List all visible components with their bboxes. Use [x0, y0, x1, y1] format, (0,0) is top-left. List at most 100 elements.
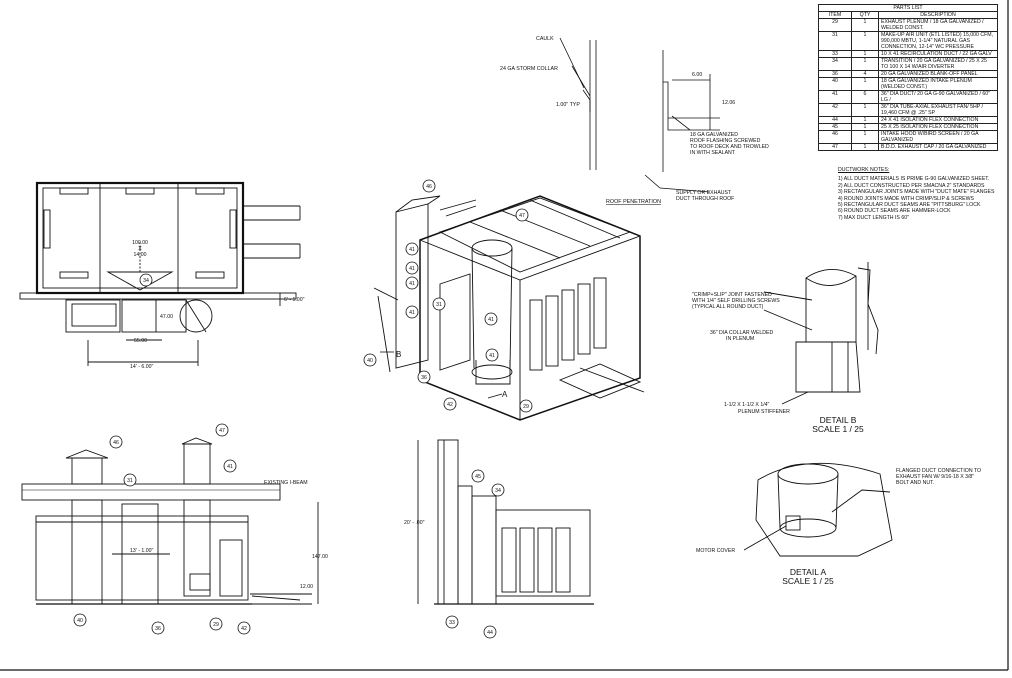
callout-34-plan — [139, 273, 153, 287]
parts-cell-qty: 1 — [851, 18, 879, 32]
callout-29-iso-text: 29 — [523, 404, 529, 410]
plan-dim-6ft: 6' - 1.00" — [284, 297, 305, 303]
callout-47-front-text: 47 — [219, 428, 225, 434]
detail-a-scale: SCALE 1 / 25 — [782, 576, 834, 586]
parts-cell-qty: 1 — [851, 123, 879, 131]
callout-41-iso-3-text: 41 — [409, 281, 415, 287]
callout-46-front — [109, 435, 123, 449]
flashing-label-2: ROOF FLASHING SCREWED — [690, 138, 761, 144]
callout-40-front — [73, 613, 87, 627]
callout-47-iso-text: 47 — [519, 213, 525, 219]
callout-33-side-text: 33 — [449, 620, 455, 626]
callout-34-plan-text: 34 — [143, 278, 149, 284]
plan-dim-47: 47.00 — [160, 314, 173, 320]
flashing-label-4: IN WITH SEALANT — [690, 150, 736, 156]
roof-penetration-detail — [559, 37, 720, 193]
parts-cell-item: 36 — [818, 70, 852, 78]
parts-cell-qty: 6 — [851, 90, 879, 104]
detail-b-drawing — [763, 262, 879, 405]
callout-36-front-text: 36 — [155, 626, 161, 632]
parts-cell-item: 29 — [818, 18, 852, 32]
callout-36-front — [151, 621, 165, 635]
callout-41-iso-1-text: 41 — [409, 247, 415, 253]
callout-42-iso — [443, 397, 457, 411]
detail-b-collar-1: 36" DIA COLLAR WELDED — [710, 330, 774, 336]
callout-29-iso — [519, 399, 533, 413]
parts-cell-desc: 24 X 41 ISOLATION FLEX CONNECTION — [878, 116, 998, 124]
callout-41-iso-3 — [405, 276, 419, 290]
callout-44-side-text: 44 — [487, 630, 493, 636]
parts-cell-item: 40 — [818, 77, 852, 91]
callout-41-iso-2-text: 41 — [409, 266, 415, 272]
plan-dim-14: 14.00 — [134, 252, 147, 258]
callout-41-iso-1 — [405, 242, 419, 256]
callout-47-iso — [515, 208, 529, 222]
parts-cell-item: 31 — [818, 31, 852, 51]
callout-46-iso-text: 46 — [426, 184, 432, 190]
arrow-a — [487, 393, 503, 399]
parts-header-description: DESCRIPTION — [878, 11, 998, 19]
callout-33-side — [445, 615, 459, 629]
callout-41-iso-5-text: 41 — [488, 317, 494, 323]
detail-a-title: DETAIL A — [790, 567, 827, 577]
parts-cell-item: 42 — [818, 103, 852, 117]
callout-45-side-text: 45 — [475, 474, 481, 480]
callout-41-iso-2 — [405, 261, 419, 275]
parts-cell-desc: 36" DIA DUCT/ 20 GA G-90 GALVANIZED / 60… — [878, 90, 998, 104]
detail-a-motor-cover: MOTOR COVER — [696, 548, 735, 554]
parts-cell-desc: INTAKE HOOD W/BIRD SCREEN / 20 GA GALVAN… — [878, 130, 998, 144]
parts-cell-qty: 1 — [851, 143, 879, 151]
dim-12: 12.06 — [722, 100, 735, 106]
callout-41-iso-5 — [484, 312, 498, 326]
side-elevation — [417, 439, 594, 605]
front-dim-12: 12.00 — [300, 584, 313, 590]
parts-cell-desc: 20 GA GALVANIZED BLANK-OFF PANEL — [878, 70, 998, 78]
callout-34-side — [491, 483, 505, 497]
callout-42-iso-text: 42 — [447, 402, 453, 408]
callout-41-front-text: 41 — [227, 464, 233, 470]
arrow-a-label: A — [502, 390, 508, 399]
parts-list-title: PARTS LIST — [818, 4, 998, 12]
callout-31-iso-text: 31 — [436, 302, 442, 308]
parts-cell-desc: 18 GA GALVANIZED INTAKE PLENUM (WELDED C… — [878, 77, 998, 91]
parts-header-item: ITEM — [818, 11, 852, 19]
parts-cell-desc: EXHAUST PLENUM / 18 GA GALVANIZED / WELD… — [878, 18, 998, 32]
plan-dim-55: 55.00 — [134, 338, 147, 344]
ductwork-note: 7) MAX DUCT LENGTH IS 60" — [838, 214, 909, 221]
parts-cell-qty: 1 — [851, 116, 879, 124]
callout-40-front-text: 40 — [77, 618, 83, 624]
callout-29-front — [209, 617, 223, 631]
flashing-label-3: TO ROOF DECK AND TROWLED — [690, 144, 769, 150]
parts-cell-item: 44 — [818, 116, 852, 124]
supply-label-2: DUCT THROUGH ROOF — [676, 196, 734, 202]
callout-36-iso — [417, 370, 431, 384]
existing-ibeam-label: EXISTING I-BEAM — [264, 480, 308, 486]
parts-cell-item: 47 — [818, 143, 852, 151]
typ-dimension: 1.00" TYP — [556, 102, 580, 108]
plan-dim-x: X — [138, 246, 142, 252]
callout-47-front — [215, 423, 229, 437]
detail-a-flanged-1: FLANGED DUCT CONNECTION TO — [896, 468, 981, 474]
callout-41-iso-4 — [405, 305, 419, 319]
callout-45-side — [471, 469, 485, 483]
parts-cell-desc: MAKE-UP AIR UNIT (ETL LISTED) 15,000 CFM… — [878, 31, 998, 51]
detail-b-collar-2: IN PLENUM — [726, 336, 754, 342]
callout-41-iso-6-text: 41 — [489, 353, 495, 359]
plan-dim-14ft: 14' - 6.00" — [130, 364, 153, 370]
parts-cell-qty: 1 — [851, 103, 879, 117]
parts-cell-item: 34 — [818, 57, 852, 71]
dim-6: 6.00 — [692, 72, 702, 78]
ductwork-note: 1) ALL DUCT MATERIALS IS PRIME G-90 GALV… — [838, 176, 990, 183]
supply-label-1: SUPPLY OR EXHAUST — [676, 190, 732, 196]
side-dim-20: 20' - .00" — [404, 520, 425, 526]
parts-cell-desc: 36" DIA TUBE-AXIAL EXHAUST FAN/ 5HP / 19… — [878, 103, 998, 117]
